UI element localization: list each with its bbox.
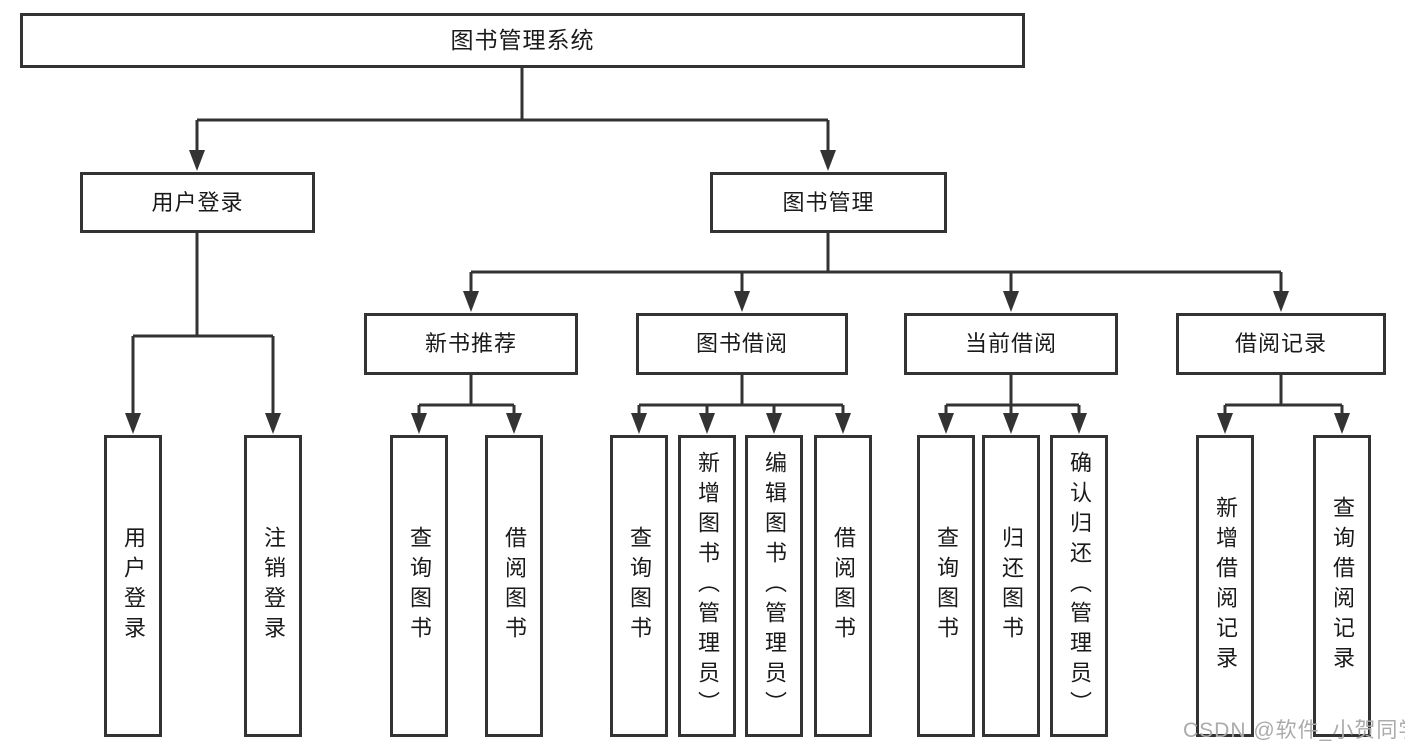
node-label: 图书借阅 [695, 331, 788, 356]
node-leaf-borrow-books: 借阅图书 [814, 435, 872, 737]
node-label: 当前借阅 [964, 331, 1057, 356]
node-leaf-borrow-books-rec: 借阅图书 [485, 435, 543, 737]
node-user-login: 用户登录 [80, 172, 315, 233]
node-leaf-edit-books-admin: 编辑图书（管理员） [745, 435, 803, 737]
node-leaf-user-login: 用户登录 [104, 435, 162, 737]
node-leaf-query-books-rec: 查询图书 [390, 435, 448, 737]
node-label: 图书管理系统 [450, 27, 595, 53]
node-leaf-query-books-borrow: 查询图书 [610, 435, 668, 737]
csdn-watermark: CSDN @软件_小贺同学 [1183, 719, 1405, 742]
node-label: 注销登录 [261, 526, 286, 646]
node-label: 新书推荐 [424, 331, 517, 356]
node-book-borrowing: 图书借阅 [636, 313, 848, 375]
node-label: 借阅图书 [502, 526, 527, 646]
node-leaf-return-books: 归还图书 [982, 435, 1040, 737]
node-label: 新增借阅记录 [1213, 496, 1238, 676]
node-leaf-add-borrow-record: 新增借阅记录 [1196, 435, 1254, 737]
node-root: 图书管理系统 [20, 13, 1025, 68]
node-label: 借阅记录 [1234, 331, 1327, 356]
node-label: 归还图书 [999, 526, 1024, 646]
node-label: 编辑图书（管理员） [762, 451, 787, 721]
node-label: 用户登录 [151, 189, 244, 215]
node-label: 用户登录 [121, 526, 146, 646]
node-new-book-recommend: 新书推荐 [364, 313, 578, 375]
node-borrowing-records: 借阅记录 [1176, 313, 1386, 375]
node-label: 新增图书（管理员） [695, 451, 720, 721]
node-label: 图书管理 [782, 189, 875, 215]
node-label: 确认归还（管理员） [1067, 451, 1092, 721]
node-label: 查询图书 [627, 526, 652, 646]
node-label: 借阅图书 [831, 526, 856, 646]
node-leaf-logout: 注销登录 [244, 435, 302, 737]
node-label: 查询图书 [407, 526, 432, 646]
node-leaf-confirm-return: 确认归还（管理员） [1050, 435, 1108, 737]
node-current-borrowing: 当前借阅 [904, 313, 1118, 375]
node-book-management: 图书管理 [710, 172, 947, 233]
node-leaf-query-books-current: 查询图书 [917, 435, 975, 737]
node-leaf-query-borrow-record: 查询借阅记录 [1313, 435, 1371, 737]
node-leaf-add-books-admin: 新增图书（管理员） [678, 435, 736, 737]
node-label: 查询借阅记录 [1330, 496, 1355, 676]
node-label: 查询图书 [934, 526, 959, 646]
